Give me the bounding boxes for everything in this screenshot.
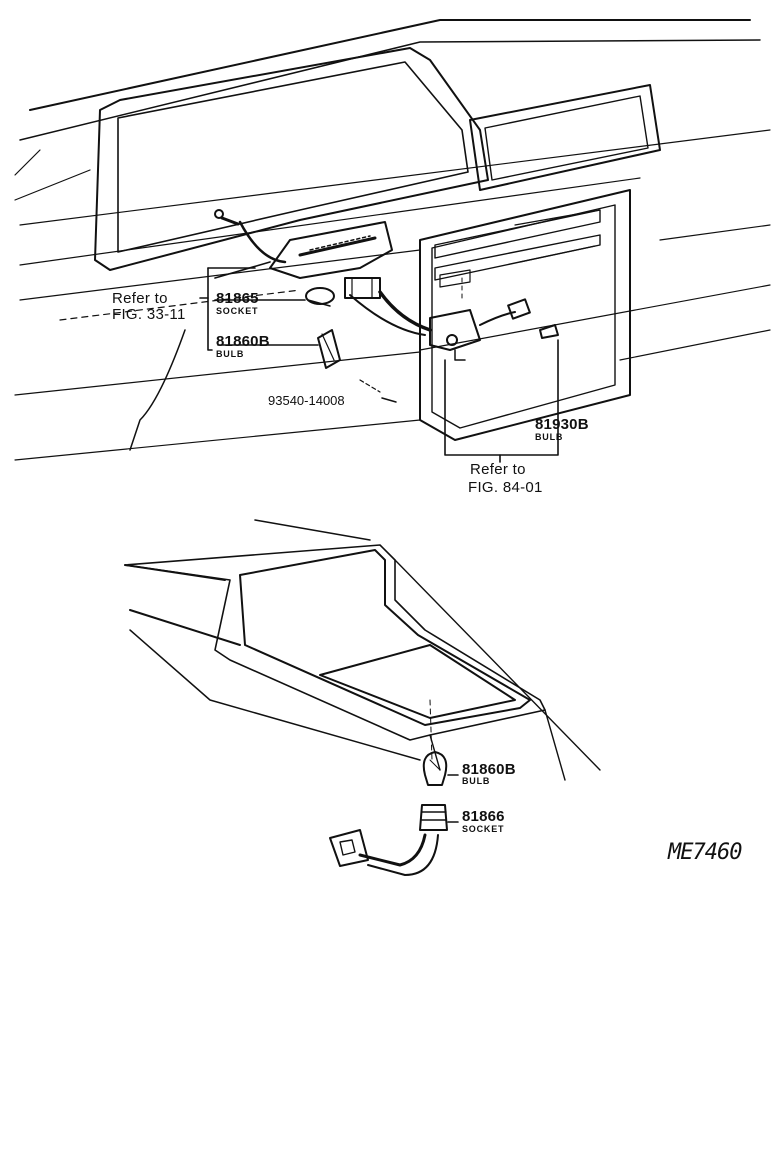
bulb-81860b-drawing [317,329,341,369]
refer-label-left-line1: Refer to [112,290,168,307]
instrument-panel-outline [14,19,771,461]
drawing-code: ME7460 [668,840,742,865]
part-name-bulb-lower: BULB [462,776,491,786]
leader-lines-upper [199,261,559,463]
illumination-light-assembly [214,209,393,279]
refer-label-right-line2: FIG. 84-01 [468,479,543,496]
part-name-socket-lower: SOCKET [462,824,505,834]
part-name-bulb-upper-right: BULB [535,432,564,442]
refer-label-right-line1: Refer to [470,461,526,478]
part-number-81866: 81866 [462,808,505,825]
socket-81866-drawing [329,804,448,876]
leader-lines-lower [447,774,459,823]
part-name-socket-upper: SOCKET [216,306,259,316]
bulb-lower-drawing [422,751,448,786]
part-number-81860b-lower: 81860B [462,761,516,778]
part-name-bulb-upper-left: BULB [216,349,245,359]
socket-81865-drawing [305,287,335,307]
center-console-outline [124,519,601,781]
part-number-81860b-upper: 81860B [216,333,270,350]
part-number-81865: 81865 [216,290,259,307]
refer-label-left-line2: FIG. 33-11 [112,306,186,323]
screw-drawing [359,379,397,403]
wiring-harness [344,277,559,361]
part-number-93540: 93540-14008 [268,393,345,408]
part-number-81930b: 81930B [535,416,589,433]
